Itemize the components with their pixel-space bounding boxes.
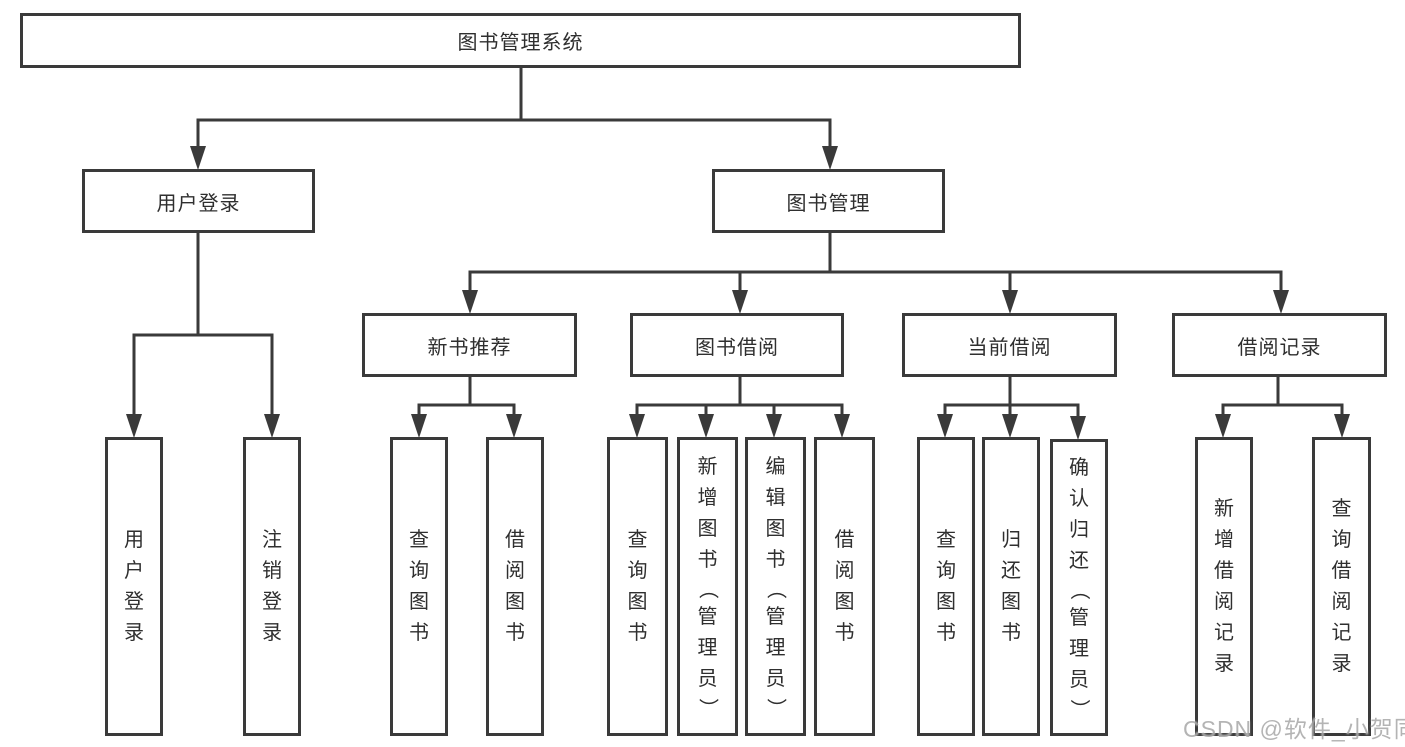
node-label: 图书管理系统 xyxy=(457,32,584,54)
node-label: 新书推荐 xyxy=(427,336,512,359)
node-book-borrowing: 图书借阅 xyxy=(630,313,844,377)
node-label: 图书借阅 xyxy=(695,336,779,359)
leaf-query-borrow-record: 查询借阅记录 xyxy=(1312,437,1371,736)
leaf-logout: 注销登录 xyxy=(243,437,301,736)
leaf-confirm-return-admin: 确认归还（管理员） xyxy=(1050,439,1108,736)
leaf-query-books-borrowing: 查询图书 xyxy=(607,437,668,736)
leaf-edit-book-admin: 编辑图书（管理员） xyxy=(745,437,806,736)
node-label: 借阅记录 xyxy=(1237,336,1322,359)
leaf-user-login: 用户登录 xyxy=(105,437,163,736)
leaf-add-borrow-record: 新增借阅记录 xyxy=(1195,437,1253,736)
leaf-borrow-books-recommend: 借阅图书 xyxy=(486,437,544,736)
node-library-management-system: 图书管理系统 xyxy=(20,13,1021,68)
node-label: 当前借阅 xyxy=(967,336,1052,359)
csdn-watermark: CSDN @软件_小贺同学 xyxy=(1183,716,1405,742)
node-new-book-recommendation: 新书推荐 xyxy=(362,313,577,377)
arrowheads xyxy=(126,146,1350,440)
node-label: 用户登录 xyxy=(156,192,241,215)
node-current-borrowing: 当前借阅 xyxy=(902,313,1117,377)
node-label: 图书管理 xyxy=(786,192,871,215)
leaf-return-book: 归还图书 xyxy=(982,437,1040,736)
node-borrowing-records: 借阅记录 xyxy=(1172,313,1387,377)
leaf-borrow-books-borrowing: 借阅图书 xyxy=(814,437,875,736)
leaf-add-book-admin: 新增图书（管理员） xyxy=(677,437,738,736)
leaf-query-books-recommend: 查询图书 xyxy=(390,437,448,736)
node-user-login: 用户登录 xyxy=(82,169,315,233)
node-book-management: 图书管理 xyxy=(712,169,945,233)
leaf-query-books-current: 查询图书 xyxy=(917,437,975,736)
